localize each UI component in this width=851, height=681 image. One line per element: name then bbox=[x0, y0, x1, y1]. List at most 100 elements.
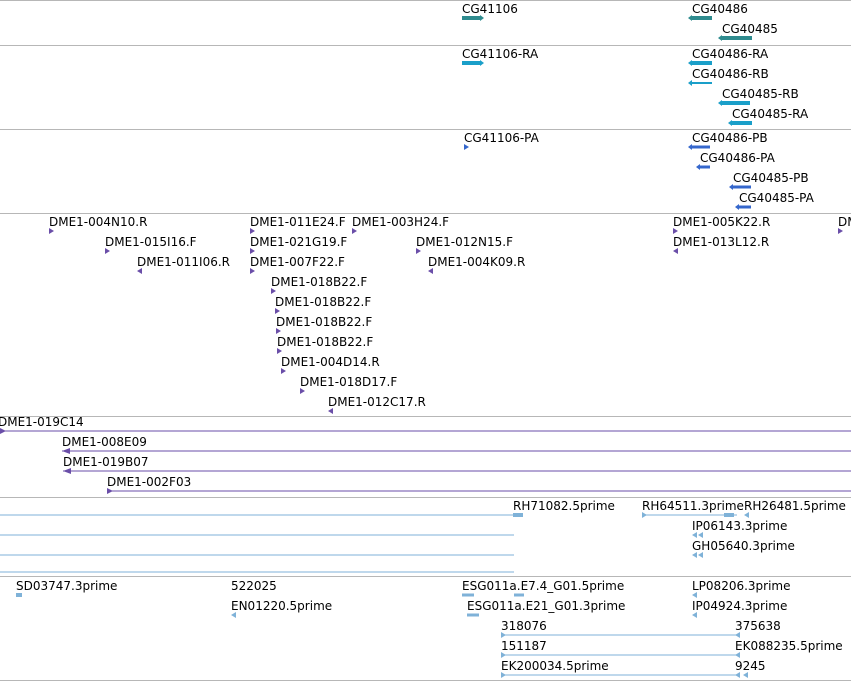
feature-glyph[interactable] bbox=[281, 368, 286, 374]
feature-glyph[interactable] bbox=[328, 408, 333, 414]
feature-label[interactable]: DME1-018B22.F bbox=[276, 315, 373, 329]
feature-label[interactable]: CG40485-RA bbox=[732, 107, 809, 121]
feature-label[interactable]: 318076 bbox=[501, 619, 547, 633]
feature-label[interactable]: 522025 bbox=[231, 579, 277, 593]
feature-label[interactable]: LP08206.3prime bbox=[692, 579, 791, 593]
feature-glyph[interactable] bbox=[688, 15, 712, 21]
feature-glyph[interactable] bbox=[271, 288, 276, 294]
feature-label[interactable]: CG40485-PA bbox=[739, 191, 814, 205]
feature-label[interactable]: DME1-021G19.F bbox=[250, 235, 348, 249]
feature-label[interactable]: EK200034.5prime bbox=[501, 659, 609, 673]
feature-label[interactable]: RH26481.5prime bbox=[744, 499, 846, 513]
feature-label[interactable]: DME1-018B22.F bbox=[275, 295, 372, 309]
feature-glyph[interactable] bbox=[735, 632, 740, 638]
feature-label[interactable]: IP06143.3prime bbox=[692, 519, 788, 533]
feature-label[interactable]: CG40486-RB bbox=[692, 67, 769, 81]
feature-glyph[interactable] bbox=[688, 60, 712, 66]
feature-glyph[interactable] bbox=[277, 348, 282, 354]
feature-glyph[interactable] bbox=[428, 268, 433, 274]
feature-label[interactable]: EK088235.5prime bbox=[735, 639, 843, 653]
feature-label[interactable]: DME1-004D14.R bbox=[281, 355, 380, 369]
feature-glyph[interactable] bbox=[462, 593, 524, 597]
feature-glyph[interactable] bbox=[0, 532, 703, 538]
feature-label[interactable]: DME1-005K22.R bbox=[673, 215, 771, 229]
feature-glyph[interactable] bbox=[105, 248, 110, 254]
feature-label[interactable]: DME1-004K09.R bbox=[428, 255, 526, 269]
feature-glyph[interactable] bbox=[49, 228, 54, 234]
feature-label[interactable]: ESG011a.E7.4_G01.5prime bbox=[462, 579, 625, 593]
feature-label[interactable]: CG40485-RB bbox=[722, 87, 799, 101]
feature-label[interactable]: DM bbox=[838, 215, 851, 229]
feature-label[interactable]: DME1-018B22.F bbox=[271, 275, 368, 289]
feature-glyph[interactable] bbox=[735, 204, 751, 210]
feature-glyph[interactable] bbox=[231, 612, 236, 618]
feature-glyph[interactable] bbox=[0, 428, 851, 434]
feature-label[interactable]: CG40486-RA bbox=[692, 47, 769, 61]
feature-label[interactable]: DME1-012C17.R bbox=[328, 395, 426, 409]
feature-label[interactable]: ESG011a.E21_G01.3prime bbox=[467, 599, 626, 613]
feature-glyph[interactable] bbox=[718, 100, 750, 106]
feature-label[interactable]: DME1-011E24.F bbox=[250, 215, 346, 229]
feature-glyph[interactable] bbox=[729, 184, 751, 190]
feature-glyph[interactable] bbox=[63, 468, 851, 474]
feature-glyph[interactable] bbox=[501, 632, 737, 638]
feature-label[interactable]: CG40486-PB bbox=[692, 131, 768, 145]
feature-glyph[interactable] bbox=[250, 248, 255, 254]
feature-glyph[interactable] bbox=[688, 144, 710, 150]
feature-glyph[interactable] bbox=[300, 388, 305, 394]
feature-glyph[interactable] bbox=[250, 228, 255, 234]
feature-glyph[interactable] bbox=[692, 612, 697, 618]
feature-label[interactable]: DME1-004N10.R bbox=[49, 215, 148, 229]
feature-glyph[interactable] bbox=[416, 248, 421, 254]
feature-label[interactable]: DME1-007F22.F bbox=[250, 255, 345, 269]
feature-glyph[interactable] bbox=[467, 613, 479, 617]
feature-glyph[interactable] bbox=[728, 120, 752, 126]
feature-glyph[interactable] bbox=[0, 513, 523, 517]
feature-label[interactable]: DME1-002F03 bbox=[107, 475, 192, 489]
feature-label[interactable]: DME1-012N15.F bbox=[416, 235, 514, 249]
feature-glyph[interactable] bbox=[838, 228, 843, 234]
feature-label[interactable]: 9245 bbox=[735, 659, 766, 673]
feature-label[interactable]: DME1-019C14 bbox=[0, 415, 84, 429]
feature-glyph[interactable] bbox=[688, 80, 712, 86]
feature-glyph[interactable] bbox=[62, 448, 851, 454]
feature-glyph[interactable] bbox=[718, 35, 752, 41]
feature-glyph[interactable] bbox=[352, 228, 357, 234]
feature-label[interactable]: CG40485-PB bbox=[733, 171, 809, 185]
feature-glyph[interactable] bbox=[275, 308, 280, 314]
feature-label[interactable]: DME1-018D17.F bbox=[300, 375, 398, 389]
feature-glyph[interactable] bbox=[735, 672, 748, 678]
feature-glyph[interactable] bbox=[642, 512, 737, 518]
feature-label[interactable]: CG41106-RA bbox=[462, 47, 539, 61]
feature-label[interactable]: EN01220.5prime bbox=[231, 599, 333, 613]
feature-label[interactable]: CG40486-PA bbox=[700, 151, 775, 165]
feature-glyph[interactable] bbox=[0, 552, 703, 558]
feature-glyph[interactable] bbox=[16, 593, 22, 597]
feature-label[interactable]: CG41106-PA bbox=[464, 131, 539, 145]
feature-label[interactable]: DME1-011I06.R bbox=[137, 255, 231, 269]
feature-glyph[interactable] bbox=[250, 268, 255, 274]
feature-label[interactable]: DME1-003H24.F bbox=[352, 215, 450, 229]
feature-label[interactable]: RH64511.3prime bbox=[642, 499, 744, 513]
feature-glyph[interactable] bbox=[107, 488, 851, 494]
feature-label[interactable]: DME1-008E09 bbox=[62, 435, 147, 449]
feature-glyph[interactable] bbox=[464, 144, 469, 150]
feature-label[interactable]: SD03747.3prime bbox=[16, 579, 118, 593]
feature-label[interactable]: DME1-019B07 bbox=[63, 455, 149, 469]
feature-glyph[interactable] bbox=[462, 15, 484, 21]
feature-glyph[interactable] bbox=[276, 328, 281, 334]
feature-label[interactable]: 375638 bbox=[735, 619, 781, 633]
feature-glyph[interactable] bbox=[501, 652, 737, 658]
feature-label[interactable]: CG41106 bbox=[462, 2, 518, 16]
feature-glyph[interactable] bbox=[673, 228, 678, 234]
feature-glyph[interactable] bbox=[696, 164, 710, 170]
feature-glyph[interactable] bbox=[462, 60, 484, 66]
feature-label[interactable]: DME1-018B22.F bbox=[277, 335, 374, 349]
feature-label[interactable]: CG40485 bbox=[722, 22, 778, 36]
feature-glyph[interactable] bbox=[137, 268, 142, 274]
feature-glyph[interactable] bbox=[501, 672, 737, 678]
feature-glyph[interactable] bbox=[692, 592, 697, 598]
feature-glyph[interactable] bbox=[744, 512, 749, 518]
feature-label[interactable]: 151187 bbox=[501, 639, 547, 653]
feature-glyph[interactable] bbox=[673, 248, 678, 254]
